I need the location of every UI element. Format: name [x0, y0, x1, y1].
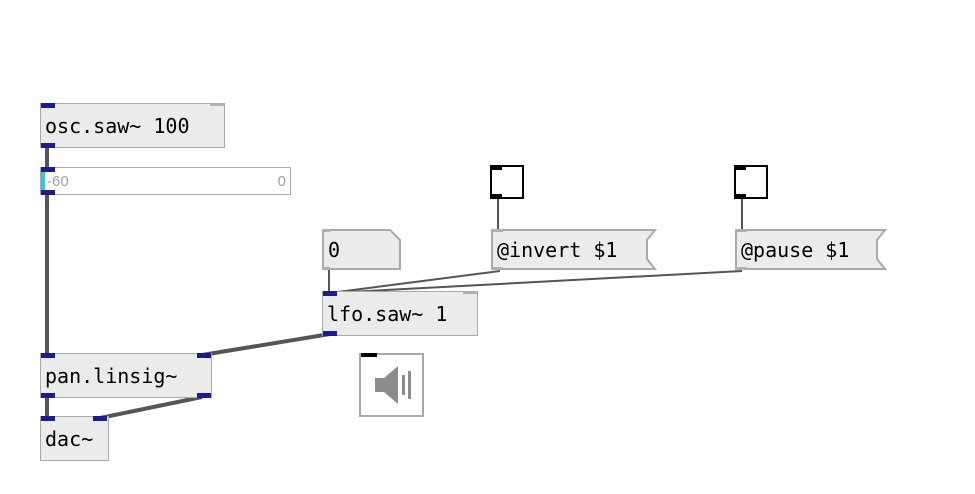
osc-outlet[interactable]: [41, 143, 55, 148]
object-dac-label: dac~: [45, 426, 94, 451]
object-pan-linsig-label: pan.linsig~: [45, 363, 178, 388]
message-invert-frame: [491, 229, 657, 270]
number-box[interactable]: 0: [322, 229, 402, 270]
pan-outlet-left[interactable]: [41, 393, 55, 398]
object-pan-linsig[interactable]: pan.linsig~: [40, 353, 212, 398]
osc-inlet-left[interactable]: [41, 103, 55, 108]
pan-inlet-right[interactable]: [197, 353, 211, 358]
speaker-icon: [375, 366, 411, 404]
message-pause-label: @pause $1: [741, 237, 850, 262]
toggle-pause-inlet[interactable]: [734, 165, 746, 170]
lfo-inlet-left[interactable]: [323, 291, 337, 296]
lfo-inlet-right[interactable]: [463, 291, 477, 294]
osc-inlet-right[interactable]: [210, 103, 224, 106]
dsp-toggle-inlet[interactable]: [361, 353, 377, 357]
message-invert[interactable]: @invert $1: [491, 229, 657, 270]
number-box-frame: [322, 229, 401, 270]
toggle-pause-outlet[interactable]: [734, 194, 746, 199]
message-pause-frame: [735, 229, 887, 270]
object-osc-saw-label: osc.saw~ 100: [45, 113, 190, 138]
pan-outlet-right[interactable]: [197, 393, 211, 398]
cord-lfo-to-pan: [201, 332, 331, 357]
toggle-invert[interactable]: [490, 165, 524, 199]
object-lfo-saw-label: lfo.saw~ 1: [327, 301, 448, 326]
dac-inlet-left[interactable]: [41, 416, 55, 421]
dac-inlet-right[interactable]: [93, 416, 107, 421]
number-box-value: 0: [328, 237, 341, 262]
object-lfo-saw[interactable]: lfo.saw~ 1: [322, 291, 478, 336]
pan-inlet-left[interactable]: [41, 353, 55, 358]
slider-knob[interactable]: [41, 168, 45, 194]
slider-outlet[interactable]: [41, 190, 55, 195]
gain-slider[interactable]: -60 0: [40, 167, 291, 195]
cord-invert-to-lfo: [329, 270, 501, 294]
message-pause[interactable]: @pause $1: [735, 229, 887, 270]
slider-min-label: -60: [47, 173, 69, 190]
cord-pan-right-to-dac: [99, 395, 203, 420]
toggle-invert-inlet[interactable]: [490, 165, 502, 170]
toggle-invert-outlet[interactable]: [490, 194, 502, 199]
slider-inlet[interactable]: [41, 167, 55, 172]
toggle-pause[interactable]: [734, 165, 768, 199]
dsp-toggle[interactable]: [359, 353, 424, 417]
object-dac[interactable]: dac~: [40, 416, 109, 461]
slider-max-label: 0: [277, 173, 286, 190]
object-osc-saw[interactable]: osc.saw~ 100: [40, 103, 225, 148]
cord-pause-to-lfo: [329, 270, 743, 294]
message-invert-label: @invert $1: [497, 237, 618, 262]
lfo-outlet[interactable]: [323, 331, 337, 336]
